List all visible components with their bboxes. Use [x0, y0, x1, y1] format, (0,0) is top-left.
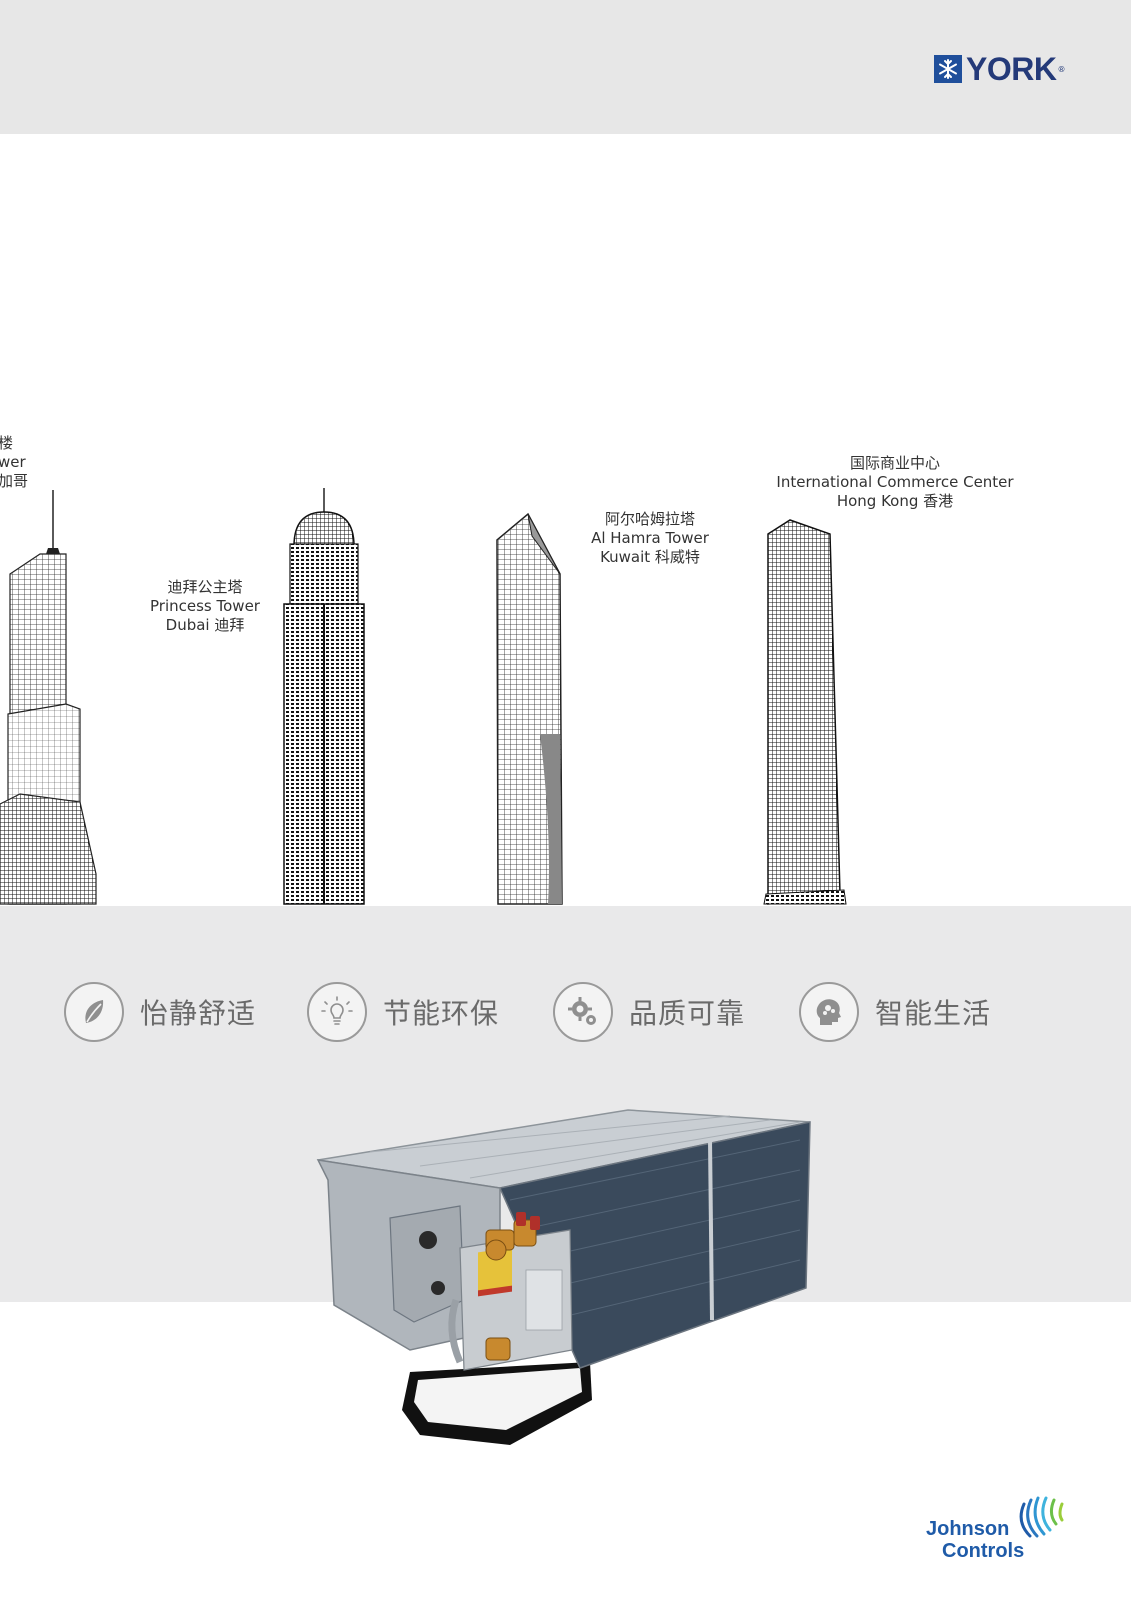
johnson-controls-logo: Johnson Controls [926, 1496, 1076, 1566]
feature-reliable-quality: 品质可靠 [553, 980, 745, 1044]
caption-chicago: 楼 wer 加哥 [0, 434, 28, 491]
caption-cn: 楼 [0, 434, 14, 452]
caption-en: Princess Tower [150, 597, 260, 615]
gears-icon [553, 982, 613, 1042]
feature-label: 怡静舒适 [140, 997, 257, 1030]
jc-line-johnson: Johnson [926, 1518, 1010, 1540]
snowflake-icon [934, 55, 962, 83]
feature-list: 怡静舒适 节能环保 [0, 980, 1131, 1044]
caption-icc: 国际商业中心 International Commerce Center Hon… [770, 454, 1020, 511]
skyline-illustration: 楼 wer 加哥 迪拜公主塔 Princess Tower Dubai 迪拜 阿… [0, 134, 1131, 906]
lightbulb-icon [307, 982, 367, 1042]
leaf-icon [64, 982, 124, 1042]
fan-coil-unit-image [310, 1100, 830, 1470]
york-wordmark: YORK [966, 51, 1057, 87]
skyscraper-drawings [0, 488, 847, 905]
registered-mark: ® [1057, 64, 1066, 74]
caption-en: International Commerce Center [776, 473, 1014, 491]
caption-en: Al Hamra Tower [591, 529, 709, 547]
caption-place: Hong Kong 香港 [836, 492, 954, 510]
tower-princess [283, 488, 365, 905]
feature-quiet-comfort: 怡静舒适 [64, 980, 256, 1044]
feature-energy-saving: 节能环保 [307, 980, 499, 1044]
jc-line-controls: Controls [942, 1540, 1025, 1562]
feature-label: 智能生活 [875, 997, 992, 1030]
caption-princess: 迪拜公主塔 Princess Tower Dubai 迪拜 [150, 578, 260, 635]
york-logo: YORK ® [934, 52, 1065, 86]
tower-icc [763, 519, 847, 905]
caption-place: Kuwait 科威特 [600, 548, 700, 566]
jc-wordmark: Johnson Controls [926, 1518, 1024, 1562]
brain-head-icon [799, 982, 859, 1042]
header-band: YORK ® [0, 0, 1131, 134]
caption-cn: 国际商业中心 [849, 454, 940, 472]
jc-wave-icon [1019, 1496, 1064, 1538]
feature-label: 节能环保 [383, 997, 500, 1030]
caption-place: Dubai 迪拜 [165, 616, 245, 634]
caption-place: 加哥 [0, 472, 29, 490]
tower-al-hamra [496, 512, 563, 905]
feature-label: 品质可靠 [629, 997, 746, 1030]
tower-chicago [0, 490, 97, 905]
caption-en: wer [0, 453, 26, 471]
caption-cn: 阿尔哈姆拉塔 [604, 510, 695, 528]
caption-al-hamra: 阿尔哈姆拉塔 Al Hamra Tower Kuwait 科威特 [585, 510, 715, 567]
caption-cn: 迪拜公主塔 [167, 578, 243, 596]
feature-smart-living: 智能生活 [799, 980, 991, 1044]
